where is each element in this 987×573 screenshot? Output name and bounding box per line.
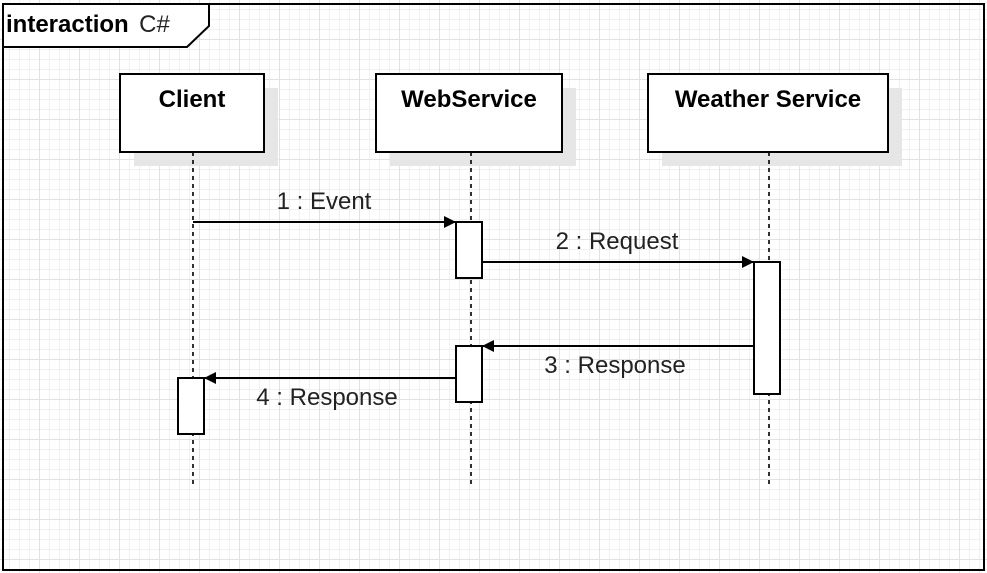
message-2[interactable]: 2 : Request [482,228,754,268]
message-1-label: 1 : Event [277,188,372,215]
participant-weather-service-label: Weather Service [675,86,861,113]
frame-name: C# [139,11,170,38]
client-activation [177,377,205,435]
weather-activation [753,261,781,395]
message-3-label: 3 : Response [544,352,685,379]
message-2-label: 2 : Request [556,228,679,255]
interaction-frame-tab [2,3,210,48]
message-3[interactable]: 3 : Response [482,340,754,379]
participant-client-label: Client [159,86,226,113]
participant-webservice-label: WebService [401,86,537,113]
participant-weather-service[interactable]: Weather Service [647,73,889,153]
message-4-label: 4 : Response [256,384,397,411]
participant-client[interactable]: Client [119,73,265,153]
webservice-activation-2 [455,345,483,403]
frame-title: interaction C# [6,11,170,38]
frame-keyword: interaction [6,11,129,38]
participant-webservice[interactable]: WebService [375,73,563,153]
message-4[interactable]: 4 : Response [204,372,456,411]
interaction-frame [2,3,985,571]
webservice-activation-1 [455,221,483,279]
message-1[interactable]: 1 : Event [193,188,456,228]
